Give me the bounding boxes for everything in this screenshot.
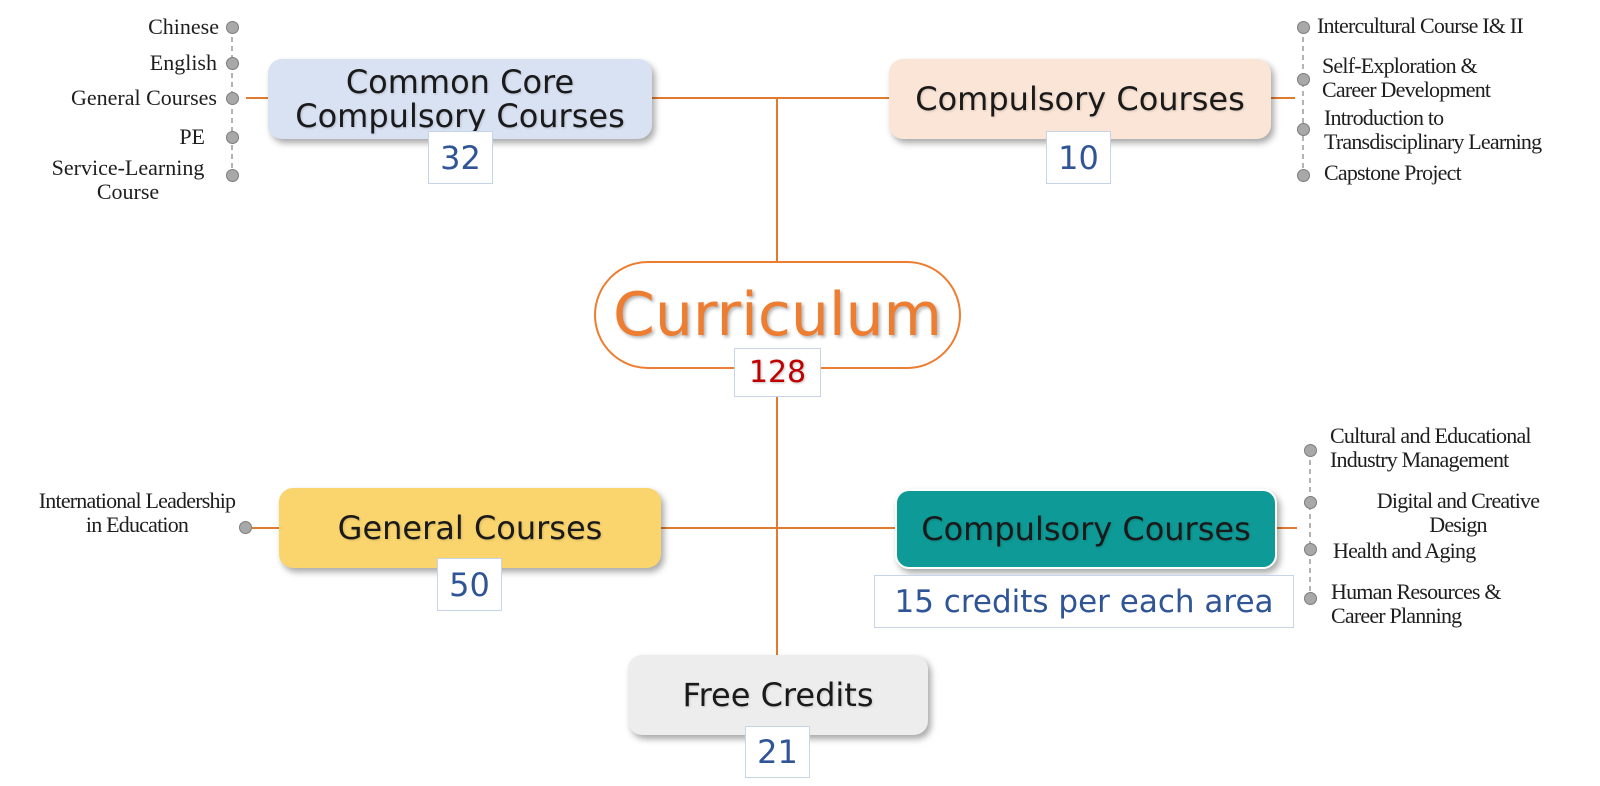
free-credits: 21 xyxy=(745,726,810,778)
bullet-dot xyxy=(226,169,239,182)
compulsory-area-title: Compulsory Courses xyxy=(921,510,1251,548)
general-title: General Courses xyxy=(337,509,603,547)
compulsory-courses-box-top: Compulsory Courses xyxy=(889,59,1271,139)
free-title: Free Credits xyxy=(682,676,874,714)
curriculum-title: Curriculum xyxy=(612,280,943,350)
bullet-dot xyxy=(1304,496,1317,509)
item-chinese: Chinese xyxy=(148,14,219,39)
bullet-dot xyxy=(1297,123,1310,136)
bullet-dot xyxy=(226,21,239,34)
general-courses-box: General Courses xyxy=(279,488,661,568)
item-transdisciplinary: Introduction to Transdisciplinary Learni… xyxy=(1324,105,1542,154)
item-english: English xyxy=(149,50,217,75)
item-general-courses: General Courses xyxy=(70,85,217,110)
item-human-resources: Human Resources & Career Planning xyxy=(1331,579,1502,628)
bullet-dot xyxy=(1304,592,1317,605)
item-health-aging: Health and Aging xyxy=(1333,538,1476,563)
general-credits: 50 xyxy=(437,558,502,611)
bullet-dot xyxy=(1304,543,1317,556)
item-cultural-educational: Cultural and Educational Industry Manage… xyxy=(1330,423,1532,472)
free-credits-box: Free Credits xyxy=(628,655,928,735)
item-pe: PE xyxy=(179,124,205,149)
common-core-title-line2: Compulsory Courses xyxy=(295,97,625,135)
common-core-box: Common Core Compulsory Courses xyxy=(268,59,652,139)
bullet-dot xyxy=(1304,444,1317,457)
bullet-dot xyxy=(239,521,252,534)
item-intercultural: Intercultural Course I& II xyxy=(1317,13,1524,38)
compulsory-top-credits: 10 xyxy=(1046,131,1111,184)
compulsory-top-title: Compulsory Courses xyxy=(915,80,1245,118)
curriculum-credits: 128 xyxy=(734,348,821,397)
item-international-leadership: International Leadership in Education xyxy=(38,488,236,537)
common-core-credits: 32 xyxy=(428,131,493,184)
common-core-title-line1: Common Core xyxy=(345,63,575,101)
bullet-dot xyxy=(226,131,239,144)
bullet-dot xyxy=(226,57,239,70)
bullet-dot xyxy=(226,92,239,105)
item-service-learning: Service-Learning Course xyxy=(51,155,205,204)
compulsory-area-credits-note: 15 credits per each area xyxy=(874,575,1294,628)
item-digital-creative: Digital and Creative Design xyxy=(1376,488,1540,537)
item-self-exploration: Self-Exploration & Career Development xyxy=(1322,53,1491,102)
item-capstone: Capstone Project xyxy=(1324,160,1462,185)
bullet-dot xyxy=(1297,169,1310,182)
bullet-dot xyxy=(1297,73,1310,86)
bullet-dot xyxy=(1297,21,1310,34)
compulsory-courses-box-area: Compulsory Courses xyxy=(895,489,1277,569)
orange-connectors xyxy=(246,97,1297,655)
